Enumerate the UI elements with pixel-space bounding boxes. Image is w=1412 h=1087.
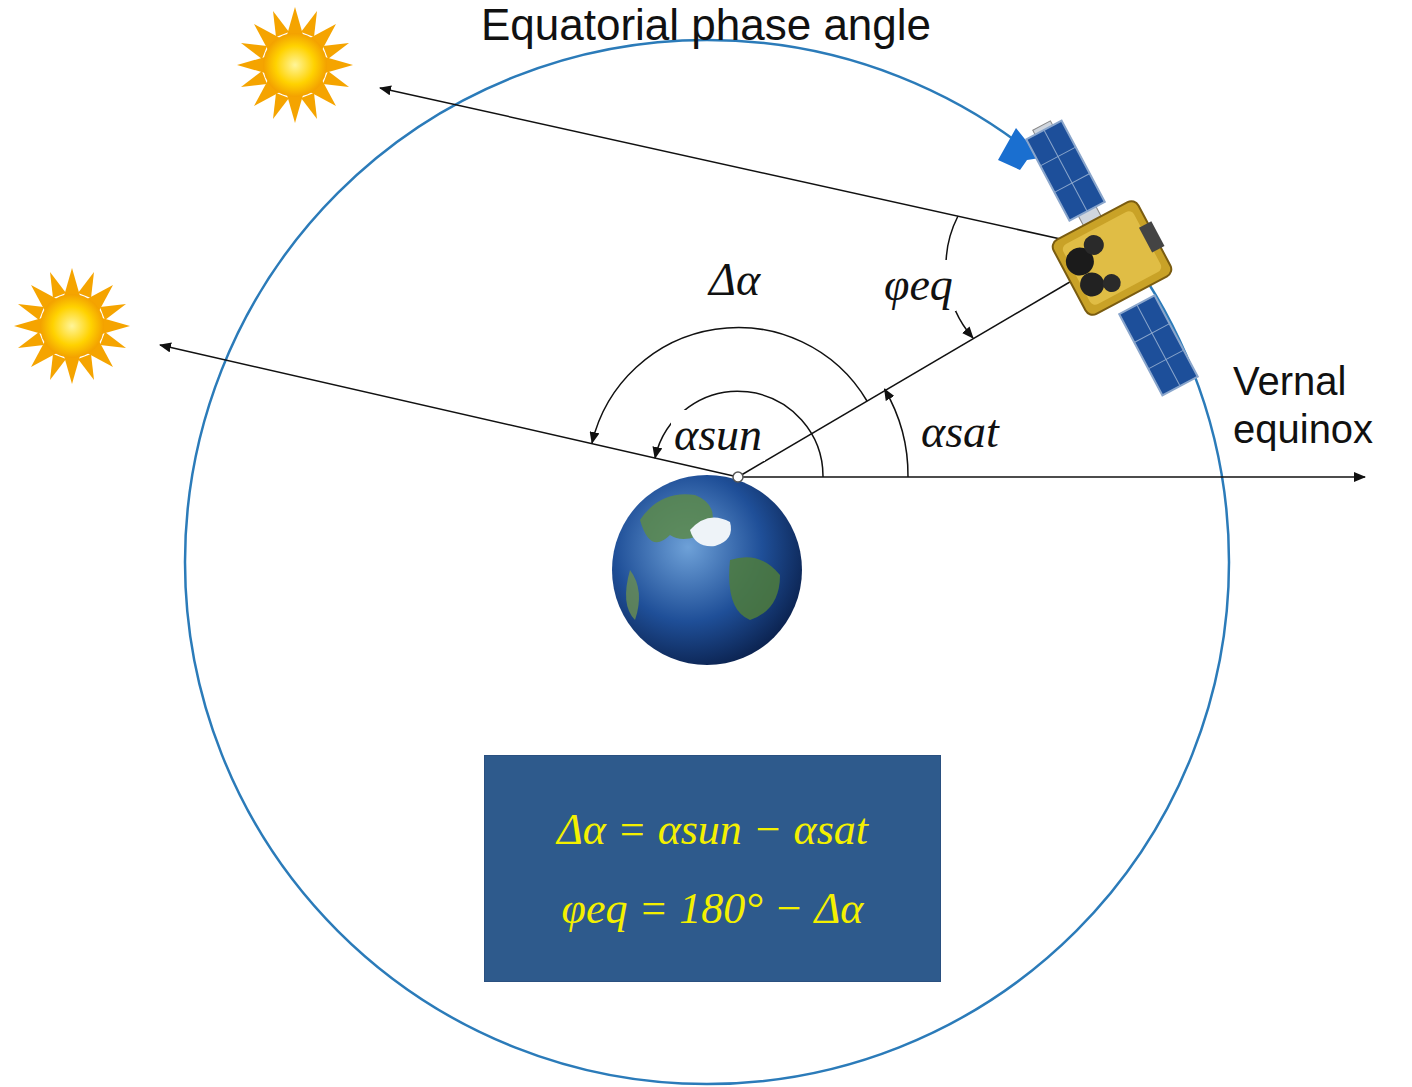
formula-text: φeq = 180° − Δα — [562, 883, 864, 934]
angle-label: αsun — [671, 410, 765, 461]
angle-label: Δα — [706, 255, 763, 306]
angle-label: φeq — [881, 260, 956, 311]
angle-label: αsat — [918, 407, 1002, 458]
formula-text: Δα = αsun − αsat — [557, 804, 868, 855]
direction-label: Vernal equinox — [1233, 357, 1403, 453]
diagram-title: Equatorial phase angle — [0, 0, 1412, 50]
formula-box: Δα = αsun − αsat φeq = 180° − Δα — [484, 755, 941, 982]
